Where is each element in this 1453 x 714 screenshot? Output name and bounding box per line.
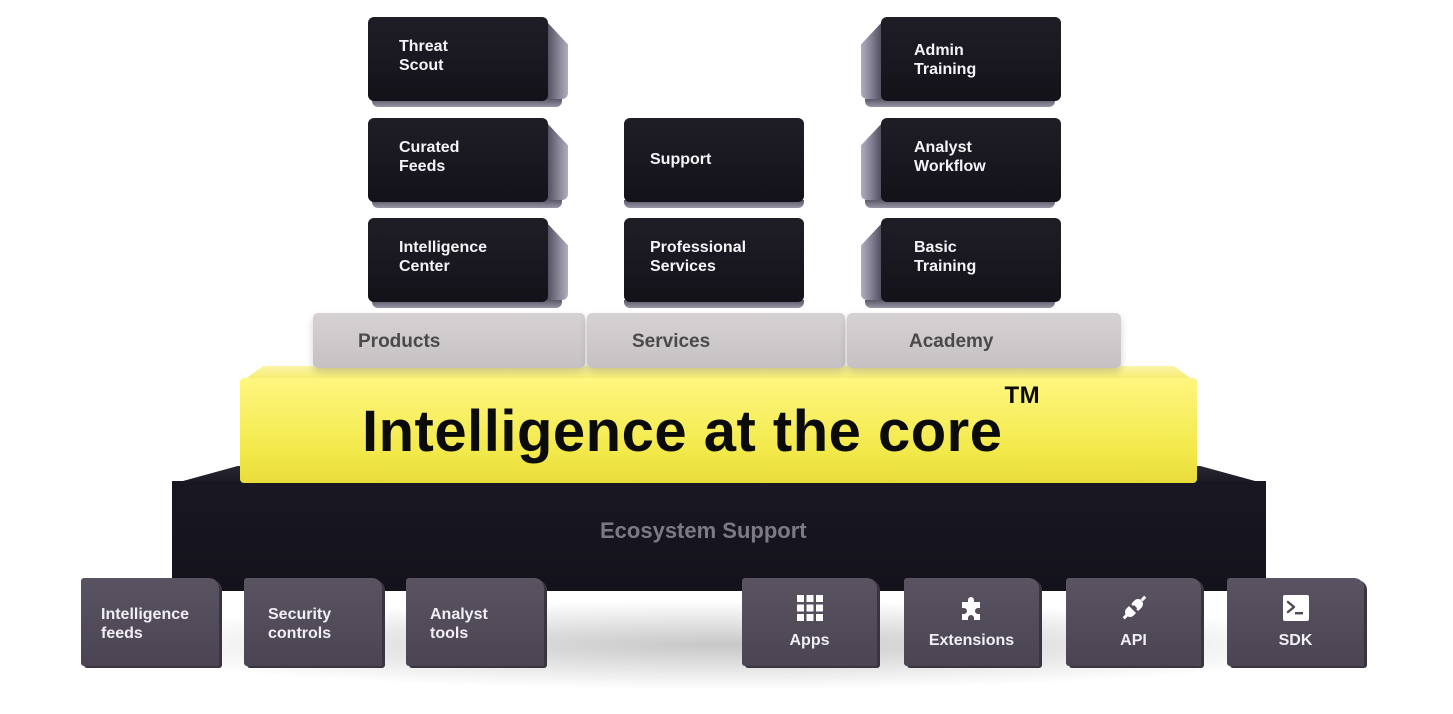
puzzle-icon bbox=[961, 597, 980, 620]
tile-label: API bbox=[1120, 632, 1147, 649]
block-label-line2: Feeds bbox=[399, 158, 446, 175]
tile-label-line2: controls bbox=[268, 625, 332, 642]
tile-label-line1: Analyst bbox=[430, 606, 488, 623]
tile-api: API bbox=[1066, 578, 1201, 666]
block-label-line1: Curated bbox=[399, 139, 460, 156]
core-top-face bbox=[244, 366, 1193, 380]
block-label-line1: Admin bbox=[914, 42, 964, 59]
block-label-line2: Training bbox=[914, 258, 977, 275]
block-label-line2: Center bbox=[399, 258, 450, 275]
tile-intelligence-feeds: Intelligence feeds bbox=[81, 578, 219, 666]
shelf-academy bbox=[847, 313, 1121, 368]
services-item-professional-services: Professional Services bbox=[624, 218, 824, 308]
tile-extensions: Extensions bbox=[904, 578, 1039, 666]
block-label-line2: Workflow bbox=[914, 158, 986, 175]
tile-label-line2: feeds bbox=[101, 625, 143, 642]
academy-item-basic-training: Basic Training bbox=[861, 218, 1061, 308]
block-label-line1: Analyst bbox=[914, 139, 972, 156]
academy-item-admin-training: Admin Training bbox=[861, 17, 1061, 107]
tile-sdk: SDK bbox=[1227, 578, 1364, 666]
core-title: Intelligence at the coreTM bbox=[362, 382, 1040, 465]
block-label-line1: Support bbox=[650, 151, 712, 168]
tile-label-line1: Intelligence bbox=[101, 606, 190, 623]
block-label-line2: Services bbox=[650, 258, 716, 275]
grid-icon bbox=[796, 595, 823, 621]
academy-item-analyst-workflow: Analyst Workflow bbox=[861, 118, 1061, 208]
category-label-academy: Academy bbox=[909, 331, 994, 352]
tile-label: SDK bbox=[1278, 632, 1313, 649]
tile-apps: Apps bbox=[742, 578, 877, 666]
tile-label: Apps bbox=[789, 632, 830, 649]
products-item-intelligence-center: Intelligence Center bbox=[368, 218, 568, 308]
trademark-mark: TM bbox=[1004, 381, 1041, 409]
tile-label-line2: tools bbox=[430, 625, 469, 642]
block-label-line1: Intelligence bbox=[399, 239, 488, 256]
products-item-curated-feeds: Curated Feeds bbox=[368, 118, 568, 208]
shelf-products bbox=[313, 313, 585, 368]
block-label-line1: Professional bbox=[650, 239, 747, 256]
core-title-text: Intelligence at the core bbox=[362, 399, 1003, 464]
tile-analyst-tools: Analyst tools bbox=[406, 578, 544, 666]
tile-label: Extensions bbox=[928, 632, 1015, 649]
shelf-services bbox=[587, 313, 845, 368]
products-item-threat-scout: Threat Scout bbox=[368, 17, 568, 107]
category-label-products: Products bbox=[358, 331, 441, 352]
block-label-line1: Threat bbox=[399, 38, 448, 55]
tile-label-line1: Security bbox=[268, 606, 332, 623]
terminal-icon bbox=[1282, 595, 1309, 621]
tile-security-controls: Security controls bbox=[244, 578, 382, 666]
block-label-line2: Scout bbox=[399, 57, 444, 74]
ecosystem-base bbox=[172, 481, 1266, 591]
category-label-services: Services bbox=[632, 331, 711, 352]
services-item-support: Support bbox=[624, 118, 824, 208]
block-label-line2: Training bbox=[914, 61, 977, 78]
core-layer bbox=[240, 378, 1197, 483]
plug-icon bbox=[1122, 595, 1146, 620]
ecosystem-label: Ecosystem Support bbox=[600, 518, 807, 543]
block-label-line1: Basic bbox=[914, 239, 957, 256]
